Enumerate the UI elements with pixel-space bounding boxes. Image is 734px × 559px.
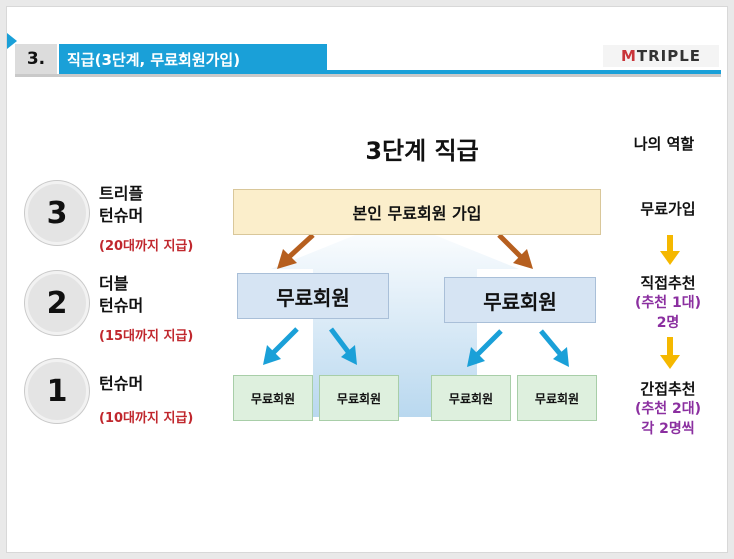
level-2-circle: 2 (25, 271, 89, 335)
brown-arrowhead-right (513, 249, 533, 269)
mid-member-box-2: 무료회원 (444, 277, 596, 323)
blue-arrowhead-2 (341, 345, 357, 365)
role-free-signup: 무료가입 (640, 200, 696, 218)
section-number: 3. (15, 44, 57, 74)
role-indirect-referral: 간접추천 (추천 2대) 각 2명씩 (634, 380, 702, 437)
low-member-box-1: 무료회원 (233, 375, 313, 421)
yellow-arrow-shaft-2 (667, 337, 673, 357)
header-corner-triangle (7, 33, 17, 49)
blue-arrowhead-3 (467, 347, 485, 367)
big-upward-arrow (271, 219, 519, 417)
low-member-box-4: 무료회원 (517, 375, 597, 421)
self-signup-box: 본인 무료회원 가입 (233, 189, 601, 235)
brown-arrow-left (287, 233, 315, 259)
level-1-circle: 1 (25, 359, 89, 423)
role-heading: 나의 역할 (633, 135, 695, 153)
blue-arrows (271, 327, 563, 357)
header-underline (59, 70, 721, 74)
header-shadow (15, 74, 721, 77)
diagram-arrows (263, 219, 680, 417)
yellow-arrow-shaft-1 (667, 235, 673, 253)
brown-arrow-right (497, 233, 523, 259)
low-member-box-3: 무료회원 (431, 375, 511, 421)
brown-arrowhead-left (277, 249, 297, 269)
level-1-name: 턴슈머 (99, 374, 144, 393)
level-3-circle: 3 (25, 181, 89, 245)
blue-arrowhead-4 (553, 347, 569, 367)
main-title: 3단계 직급 (365, 137, 479, 165)
level-3-pay: (20대까지 지급) (99, 239, 194, 254)
level-1-pay: (10대까지 지급) (99, 411, 194, 426)
role-direct-referral: 직접추천 (추천 1대) 2명 (634, 274, 702, 331)
mid-member-box-1: 무료회원 (237, 273, 389, 319)
yellow-arrowhead-2 (660, 355, 680, 369)
low-member-box-2: 무료회원 (319, 375, 399, 421)
yellow-arrowhead-1 (660, 251, 680, 265)
section-title: 직급(3단계, 무료회원가입) (59, 44, 327, 74)
blue-arrowhead-1 (263, 345, 281, 365)
level-2-pay: (15대까지 지급) (99, 329, 194, 344)
